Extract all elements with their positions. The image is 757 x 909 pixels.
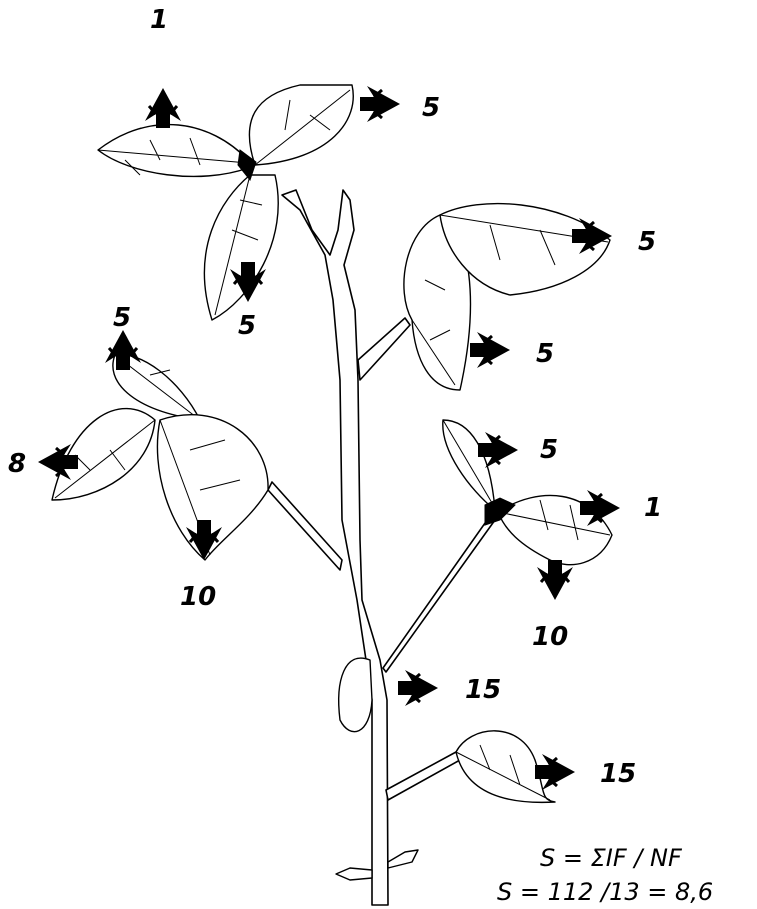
annotation-label: 10	[180, 582, 216, 612]
annotation-label: 1	[644, 493, 662, 523]
arrow-right-icon	[470, 332, 510, 368]
leaf-bottom-right	[388, 850, 418, 868]
leaf-left-left	[52, 409, 155, 500]
leaf-bottom-left	[336, 868, 372, 880]
annotation-label: 15	[600, 759, 636, 789]
branch-upper-right	[358, 318, 410, 380]
leaf-top-right	[249, 85, 353, 165]
annotation-label: 5	[540, 435, 558, 465]
annotation-label: 5	[113, 303, 131, 333]
branch-left	[268, 482, 342, 570]
formula-line-2: S = 112 /13 = 8,6	[497, 878, 713, 906]
annotation-label: 5	[638, 227, 656, 257]
branch-lower-right	[386, 752, 460, 800]
arrow-right-icon	[360, 86, 400, 122]
leaf-top-lower	[204, 175, 278, 320]
leaf-top-left	[98, 125, 248, 177]
annotation-label: 8	[8, 449, 26, 479]
branch-middle-right	[383, 516, 495, 672]
annotation-label: 5	[536, 339, 554, 369]
formula-line-1: S = ΣIF / NF	[540, 844, 683, 872]
arrow-down-icon	[537, 560, 573, 600]
annotation-label: 5	[238, 311, 256, 341]
arrow-right-icon	[398, 670, 438, 706]
annotation-label: 15	[465, 675, 501, 705]
annotation-label: 5	[422, 93, 440, 123]
main-stem	[282, 190, 388, 905]
leaf-stem-bracket	[339, 658, 372, 732]
arrow-up-icon	[145, 88, 181, 128]
annotation-label: 10	[532, 622, 568, 652]
annotation-label: 1	[150, 5, 168, 35]
